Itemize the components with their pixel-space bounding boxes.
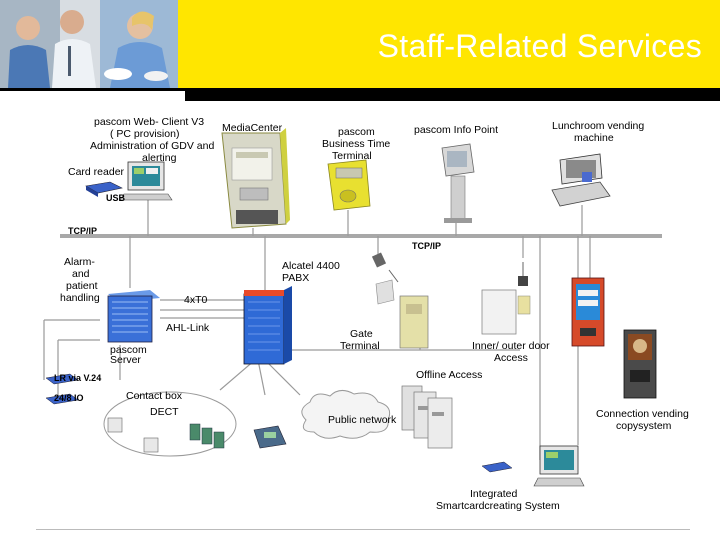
- web-client-label: Administration of GDV and: [90, 140, 215, 152]
- alarm-label: handling: [60, 292, 100, 304]
- io-248-label: 24/8 IO: [54, 393, 84, 403]
- vending-machine-icon: [571, 277, 605, 347]
- dect-label: DECT: [150, 406, 179, 418]
- door-reader-icon: [481, 262, 531, 335]
- usb-label: USB: [106, 193, 126, 203]
- connection-lines: [43, 196, 662, 460]
- connection-vending-label: copysystem: [616, 420, 672, 432]
- pascom-server-label: Server: [110, 354, 141, 366]
- alarm-label: patient: [66, 280, 98, 292]
- connection-vending-label: Connection vending: [596, 408, 689, 420]
- gate-terminal-icon: [371, 252, 429, 349]
- serial-device-icon: [45, 373, 79, 405]
- business-time-label: pascom: [338, 126, 375, 138]
- media-center-label: MediaCenter: [222, 122, 283, 134]
- tcpip-right-label: TCP/IP: [412, 241, 442, 251]
- smartcard-label: Integrated: [470, 488, 518, 500]
- vending-label: Lunchroom vending: [552, 120, 645, 132]
- desk-phone-icon: [253, 425, 287, 449]
- info-point-label: pascom Info Point: [414, 124, 499, 136]
- server-rack-icon: [107, 290, 160, 343]
- lr-v24-label: LR via V.24: [54, 373, 102, 383]
- web-client-label: pascom Web- Client V3: [94, 116, 205, 128]
- business-time-label: Terminal: [332, 150, 372, 162]
- contact-box-label: Contact box: [126, 390, 183, 402]
- ahl-link-label: AHL-Link: [166, 322, 210, 334]
- staff-photo: [0, 0, 178, 88]
- dect-zone: [103, 391, 237, 457]
- alcatel-label: Alcatel 4400: [282, 260, 340, 272]
- pascom-server-label: pascom: [110, 344, 147, 356]
- slide-title: Staff-Related Services: [377, 28, 702, 64]
- gate-terminal-label: Terminal: [340, 340, 380, 352]
- door-lock-icon: [401, 385, 453, 449]
- footer-divider: [36, 529, 690, 530]
- header-bar: [185, 88, 720, 101]
- alarm-label: Alarm-: [64, 256, 95, 268]
- door-access-label: Inner/ outer door: [472, 340, 550, 352]
- time-terminal-icon: [327, 159, 371, 211]
- alcatel-label: PABX: [282, 272, 310, 284]
- web-client-label: ( PC provision): [110, 128, 180, 140]
- card-reader-label: Card reader: [68, 166, 125, 178]
- 4xt0-label: 4xT0: [184, 294, 208, 306]
- public-network-label: Public network: [328, 414, 397, 426]
- smartcard-pc-icon: [481, 445, 585, 487]
- door-access-label: Access: [494, 352, 528, 364]
- pc-workstation-icon: [119, 161, 173, 201]
- smartcard-label: Smartcardcreating System: [436, 500, 560, 512]
- tcpip-left-label: TCP/IP: [68, 226, 98, 236]
- alarm-label: and: [72, 268, 90, 280]
- card-reader-icon: [85, 181, 123, 197]
- header-underline: [0, 88, 185, 91]
- vending-pc-icon: [551, 153, 611, 207]
- info-point-kiosk-icon: [441, 143, 475, 223]
- pabx-cabinet-icon: [243, 286, 292, 365]
- cloud-icon: [301, 390, 391, 439]
- coffee-machine-icon: [623, 329, 657, 399]
- business-time-label: Business Time: [322, 138, 391, 150]
- dect-phone-icon: [107, 417, 225, 453]
- media-center-kiosk-icon: [221, 128, 290, 229]
- vending-label: machine: [574, 132, 614, 144]
- gate-terminal-label: Gate: [350, 328, 373, 340]
- offline-access-label: Offline Access: [416, 369, 483, 381]
- web-client-label: alerting: [142, 152, 177, 164]
